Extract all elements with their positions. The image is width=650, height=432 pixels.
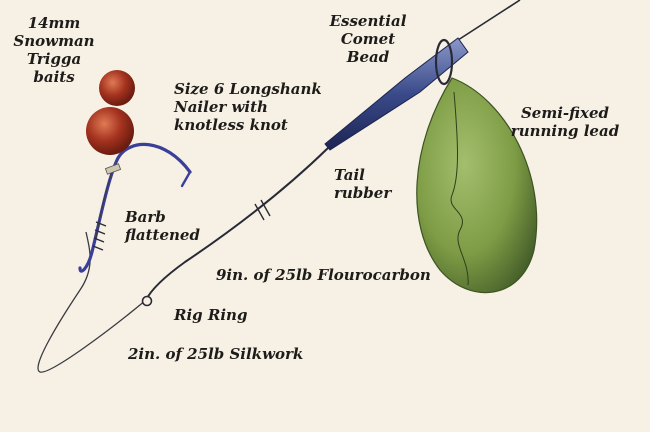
silkwork-line bbox=[37, 231, 147, 373]
flourocarbon-line bbox=[145, 147, 329, 301]
label-silkwork: 2in. of 25lb Silkwork bbox=[128, 345, 304, 363]
main-line bbox=[454, 0, 521, 43]
label-comet-bead: Essential Comet Bead bbox=[329, 12, 407, 66]
label-snowman-baits: 14mm Snowman Trigga baits bbox=[13, 14, 95, 86]
label-flourocarbon: 9in. of 25lb Flourocarbon bbox=[216, 266, 431, 284]
hair-rig bbox=[95, 171, 113, 239]
label-rig-ring: Rig Ring bbox=[174, 306, 248, 324]
rig-ring bbox=[141, 295, 153, 307]
label-barb-flattened: Barb flattened bbox=[125, 208, 200, 244]
bait-stop bbox=[104, 163, 122, 175]
label-tail-rubber: Tail rubber bbox=[334, 166, 392, 202]
lead-seam bbox=[450, 91, 469, 286]
label-running-lead: Semi-fixed running lead bbox=[510, 104, 620, 140]
boilie-top bbox=[99, 70, 135, 106]
hook-point bbox=[180, 170, 192, 188]
line-break-mark bbox=[254, 199, 271, 221]
label-hook: Size 6 Longshank Nailer with knotless kn… bbox=[174, 80, 322, 134]
knotless-knot-whipping bbox=[92, 221, 107, 251]
running-lead bbox=[416, 77, 538, 294]
boilie-bottom bbox=[86, 107, 134, 155]
comet-bead bbox=[324, 37, 469, 151]
lead-clip-ring bbox=[434, 38, 454, 86]
